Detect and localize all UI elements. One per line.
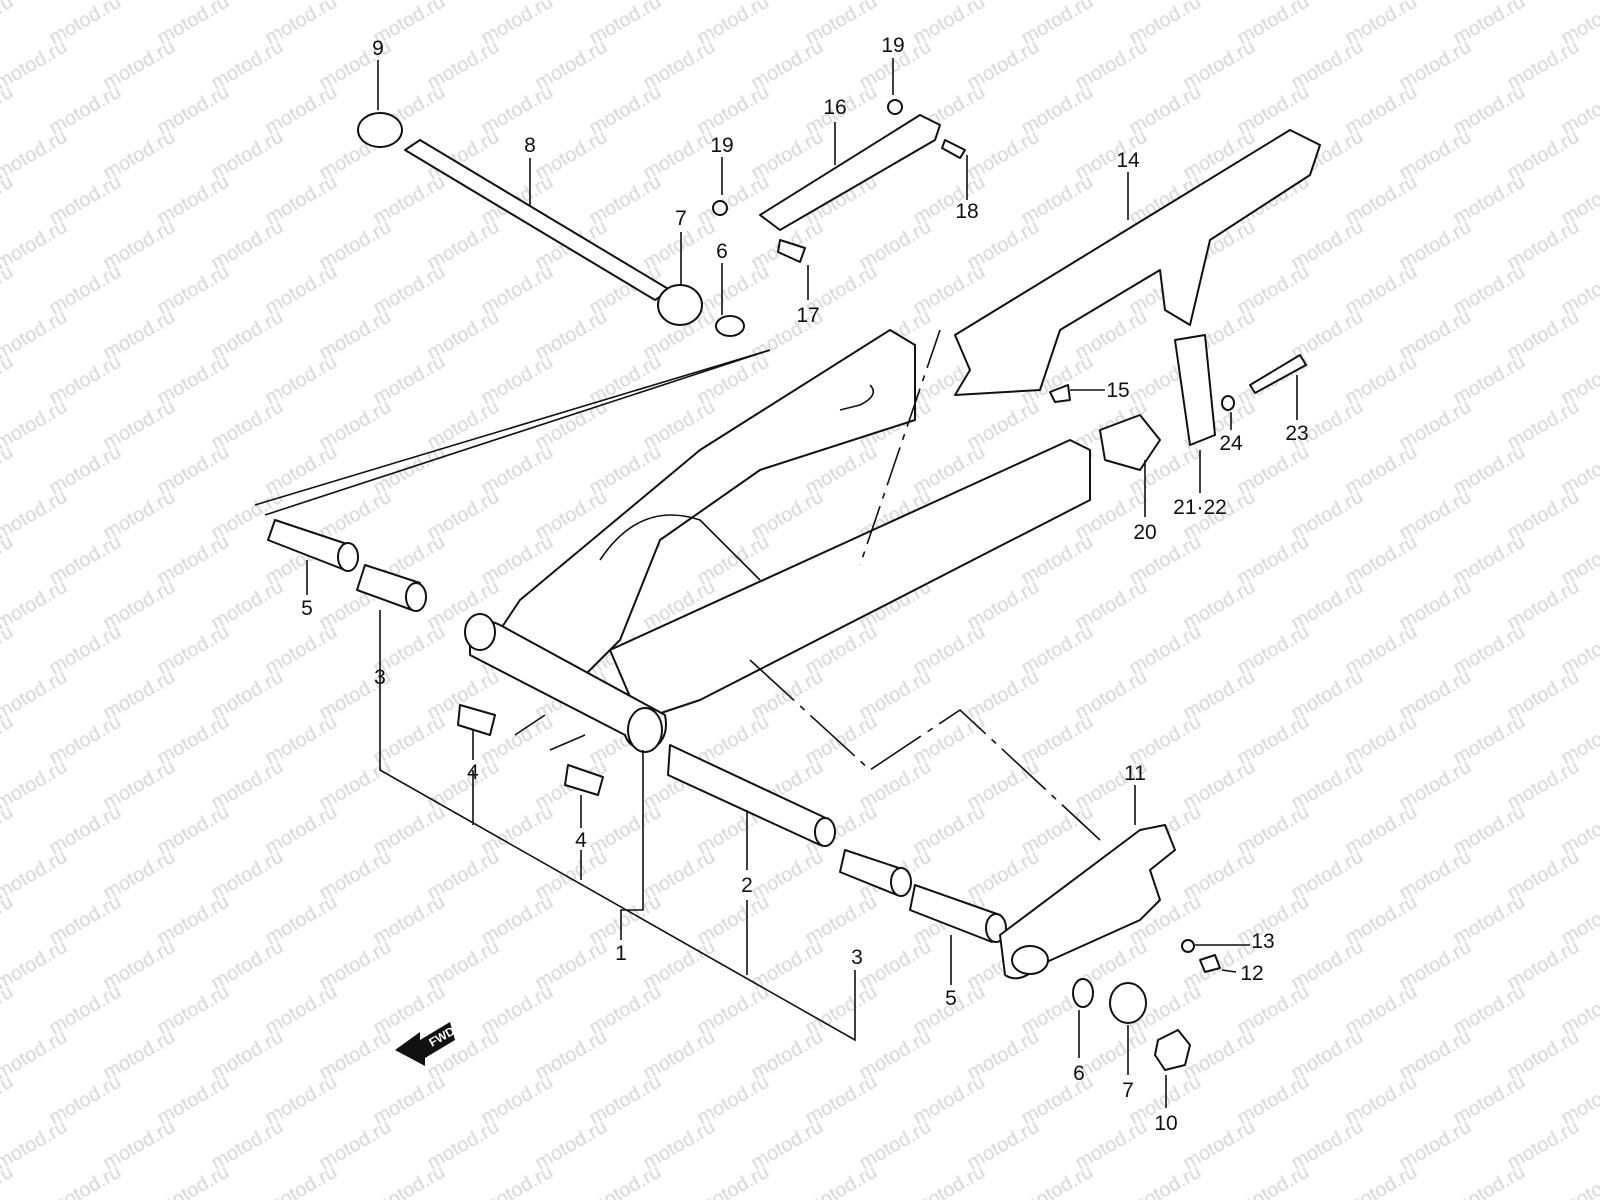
callout-label: 18 bbox=[955, 200, 978, 223]
callout-label: 8 bbox=[524, 134, 536, 157]
callout-label: 6 bbox=[716, 240, 728, 263]
callout-label: 21·22 bbox=[1173, 496, 1227, 519]
callout-label: 15 bbox=[1106, 379, 1129, 402]
chain-case bbox=[954, 129, 1321, 396]
callout-label: 3 bbox=[374, 666, 386, 689]
torque-link bbox=[759, 114, 941, 231]
callout-label: 19 bbox=[710, 134, 733, 157]
callout-label: 3 bbox=[851, 946, 863, 969]
callout-label: 20 bbox=[1133, 521, 1156, 544]
callout-label: 13 bbox=[1251, 930, 1274, 953]
callout-label: 5 bbox=[945, 987, 957, 1010]
callout-label: 23 bbox=[1285, 422, 1308, 445]
callout-label: 12 bbox=[1240, 962, 1263, 985]
leader-lines bbox=[306, 58, 1298, 1108]
callout-label: 24 bbox=[1219, 432, 1243, 455]
callout-label: 4 bbox=[575, 829, 587, 852]
bushings bbox=[267, 519, 1007, 943]
callout-label: 9 bbox=[372, 37, 384, 60]
callout-label: 14 bbox=[1116, 149, 1140, 172]
callout-label: 10 bbox=[1154, 1112, 1177, 1135]
callout-label: 7 bbox=[1122, 1079, 1134, 1102]
callout-label: 7 bbox=[675, 207, 687, 230]
callout-label: 19 bbox=[881, 34, 904, 57]
callout-label: 16 bbox=[823, 96, 846, 119]
swingarm bbox=[254, 329, 1101, 841]
callout-label: 5 bbox=[301, 597, 313, 620]
fwd-arrow-badge: FWD bbox=[395, 1022, 457, 1066]
callout-label: 1 bbox=[615, 942, 627, 965]
hardware bbox=[712, 99, 1307, 1071]
callout-label: 2 bbox=[741, 874, 753, 897]
callout-label: 17 bbox=[796, 304, 819, 327]
callout-label: 11 bbox=[1124, 762, 1146, 785]
pivot-shaft bbox=[357, 112, 745, 337]
callout-label: 4 bbox=[467, 761, 479, 784]
callout-label: 6 bbox=[1073, 1062, 1085, 1085]
